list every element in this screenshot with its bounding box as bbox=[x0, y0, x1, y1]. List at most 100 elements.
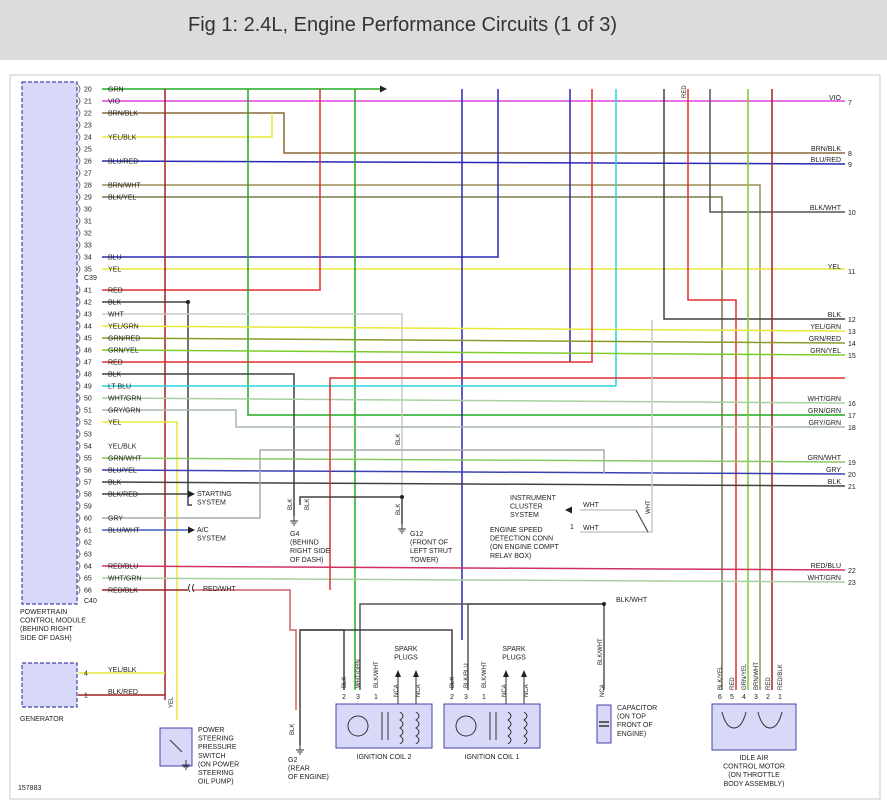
ground-g12 bbox=[398, 524, 406, 534]
wire-blk-48 bbox=[102, 373, 295, 505]
wire-grn-red-45 bbox=[101, 337, 846, 344]
pin-bracket bbox=[77, 309, 81, 319]
coil-transistor bbox=[347, 715, 369, 737]
pin-1-label: 1 bbox=[570, 524, 574, 531]
wire-blu-yel-56 bbox=[101, 469, 846, 475]
wire-wht-43 bbox=[102, 313, 403, 497]
connector-c40: C40 bbox=[84, 598, 97, 605]
wire-red-iac bbox=[687, 89, 737, 690]
pin-wire-label: WHT/GRN bbox=[108, 396, 141, 403]
pin-bracket bbox=[77, 264, 81, 274]
pin-number: 34 bbox=[84, 255, 92, 262]
iac-wire-label: BLK/YEL bbox=[718, 665, 724, 690]
generator-wire-label: YEL/BLK bbox=[108, 667, 137, 674]
terminal-wire-label: GRN/WHT bbox=[808, 455, 842, 462]
wire-yel-grn-44 bbox=[101, 325, 846, 332]
iac-wire-label: GRN/YEL bbox=[742, 663, 748, 690]
wht-label: WHT bbox=[583, 525, 600, 532]
g2-label: OF ENGINE) bbox=[288, 774, 329, 781]
coil-wire-label: BLK bbox=[342, 677, 348, 688]
wire-wht-grn-65 bbox=[101, 577, 846, 583]
wire-wht-cluster bbox=[580, 320, 653, 533]
terminal-number: 8 bbox=[848, 151, 852, 158]
ps-switch-label: PRESSURE bbox=[198, 744, 237, 751]
wire-brn-wht-28 bbox=[102, 184, 761, 690]
pin-number: 50 bbox=[84, 396, 92, 403]
pin-bracket bbox=[77, 381, 81, 391]
ps-switch bbox=[159, 727, 193, 767]
pin-number: 54 bbox=[84, 444, 92, 451]
wht-label: WHT bbox=[583, 502, 600, 509]
diagram-frame bbox=[9, 74, 881, 800]
terminal-number: 23 bbox=[848, 580, 856, 587]
pin-wire-label: RED bbox=[108, 360, 123, 367]
wire-grn-17 bbox=[247, 89, 845, 416]
cluster-arrow bbox=[565, 506, 572, 514]
coil-pin: 3 bbox=[464, 694, 468, 701]
nca-label: NCA bbox=[416, 684, 422, 697]
coil-wire-label: WHT/GRN bbox=[356, 659, 362, 688]
pin-number: 33 bbox=[84, 243, 92, 250]
pin-number: 23 bbox=[84, 123, 92, 130]
g12-label: LEFT STRUT bbox=[410, 548, 453, 555]
terminal-number: 11 bbox=[848, 269, 855, 276]
pin-bracket bbox=[77, 216, 81, 226]
pin-number: 41 bbox=[84, 288, 92, 295]
connector-switch bbox=[635, 509, 649, 533]
coil-wire-label: BLK bbox=[450, 677, 456, 688]
pin-number: 35 bbox=[84, 267, 92, 274]
pin-number: 59 bbox=[84, 504, 92, 511]
terminal-number: 21 bbox=[848, 484, 856, 491]
iac-pin: 1 bbox=[778, 694, 782, 701]
iac-pin: 2 bbox=[766, 694, 770, 701]
nca-label: NCA bbox=[600, 684, 606, 697]
starting-arrow bbox=[188, 490, 195, 498]
terminal-wire-label: BLK bbox=[828, 312, 842, 319]
terminal-wire-label: WHT/GRN bbox=[808, 575, 841, 582]
coil-core bbox=[489, 712, 497, 740]
pin-number: 58 bbox=[84, 492, 92, 499]
pin-number: 26 bbox=[84, 159, 92, 166]
spark-plugs-label: PLUGS bbox=[502, 655, 526, 662]
title-bar: Fig 1: 2.4L, Engine Performance Circuits… bbox=[0, 0, 887, 60]
pin-wire-label: GRY/GRN bbox=[108, 408, 141, 415]
components bbox=[21, 81, 797, 770]
ignition-coil-2 bbox=[335, 703, 433, 749]
ac-system-label: A/C bbox=[197, 527, 209, 534]
pin-wire-label: GRN bbox=[108, 87, 124, 94]
starting-system-label: SYSTEM bbox=[197, 500, 226, 507]
pin-bracket bbox=[77, 477, 81, 487]
pin-wire-label: BLU/WHT bbox=[108, 528, 140, 535]
iac-label: (ON THROTTLE bbox=[728, 772, 780, 779]
pin-bracket bbox=[77, 321, 81, 331]
pin-number: 55 bbox=[84, 456, 92, 463]
pin-wire-label: VIO bbox=[108, 99, 121, 106]
wire-blk-57 bbox=[101, 481, 846, 487]
spark-arrow bbox=[503, 670, 509, 677]
pin-wire-label: GRN/WHT bbox=[108, 456, 142, 463]
generator-wire-label: BLK/RED bbox=[108, 689, 138, 696]
pin-number: 49 bbox=[84, 384, 92, 391]
ps-switch-label: SWITCH bbox=[198, 753, 226, 760]
wire-brn-blk-22 bbox=[102, 112, 845, 154]
pin-bracket bbox=[77, 333, 81, 343]
pin-bracket bbox=[77, 393, 81, 403]
nca-label: NCA bbox=[524, 684, 530, 697]
terminal-number: 22 bbox=[848, 568, 856, 575]
pin-bracket bbox=[77, 501, 81, 511]
pin-number: 28 bbox=[84, 183, 92, 190]
spark-plugs-label: SPARK bbox=[502, 646, 526, 653]
pin-wire-label: WHT/GRN bbox=[108, 576, 141, 583]
engine-speed-label: DETECTION CONN bbox=[490, 536, 553, 543]
iac-pin: 5 bbox=[730, 694, 734, 701]
pin-bracket bbox=[77, 96, 81, 106]
spark-plugs-label: PLUGS bbox=[394, 655, 418, 662]
red-wht-label: RED/WHT bbox=[203, 586, 236, 593]
terminal-number: 9 bbox=[848, 162, 852, 169]
iac-wire-label: RED/BLK bbox=[778, 664, 784, 690]
wire-red-blu-64 bbox=[101, 565, 846, 571]
pin-wire-label: BLU bbox=[108, 255, 122, 262]
pin-number: 53 bbox=[84, 432, 92, 439]
cluster-label: INSTRUMENT bbox=[510, 495, 557, 502]
